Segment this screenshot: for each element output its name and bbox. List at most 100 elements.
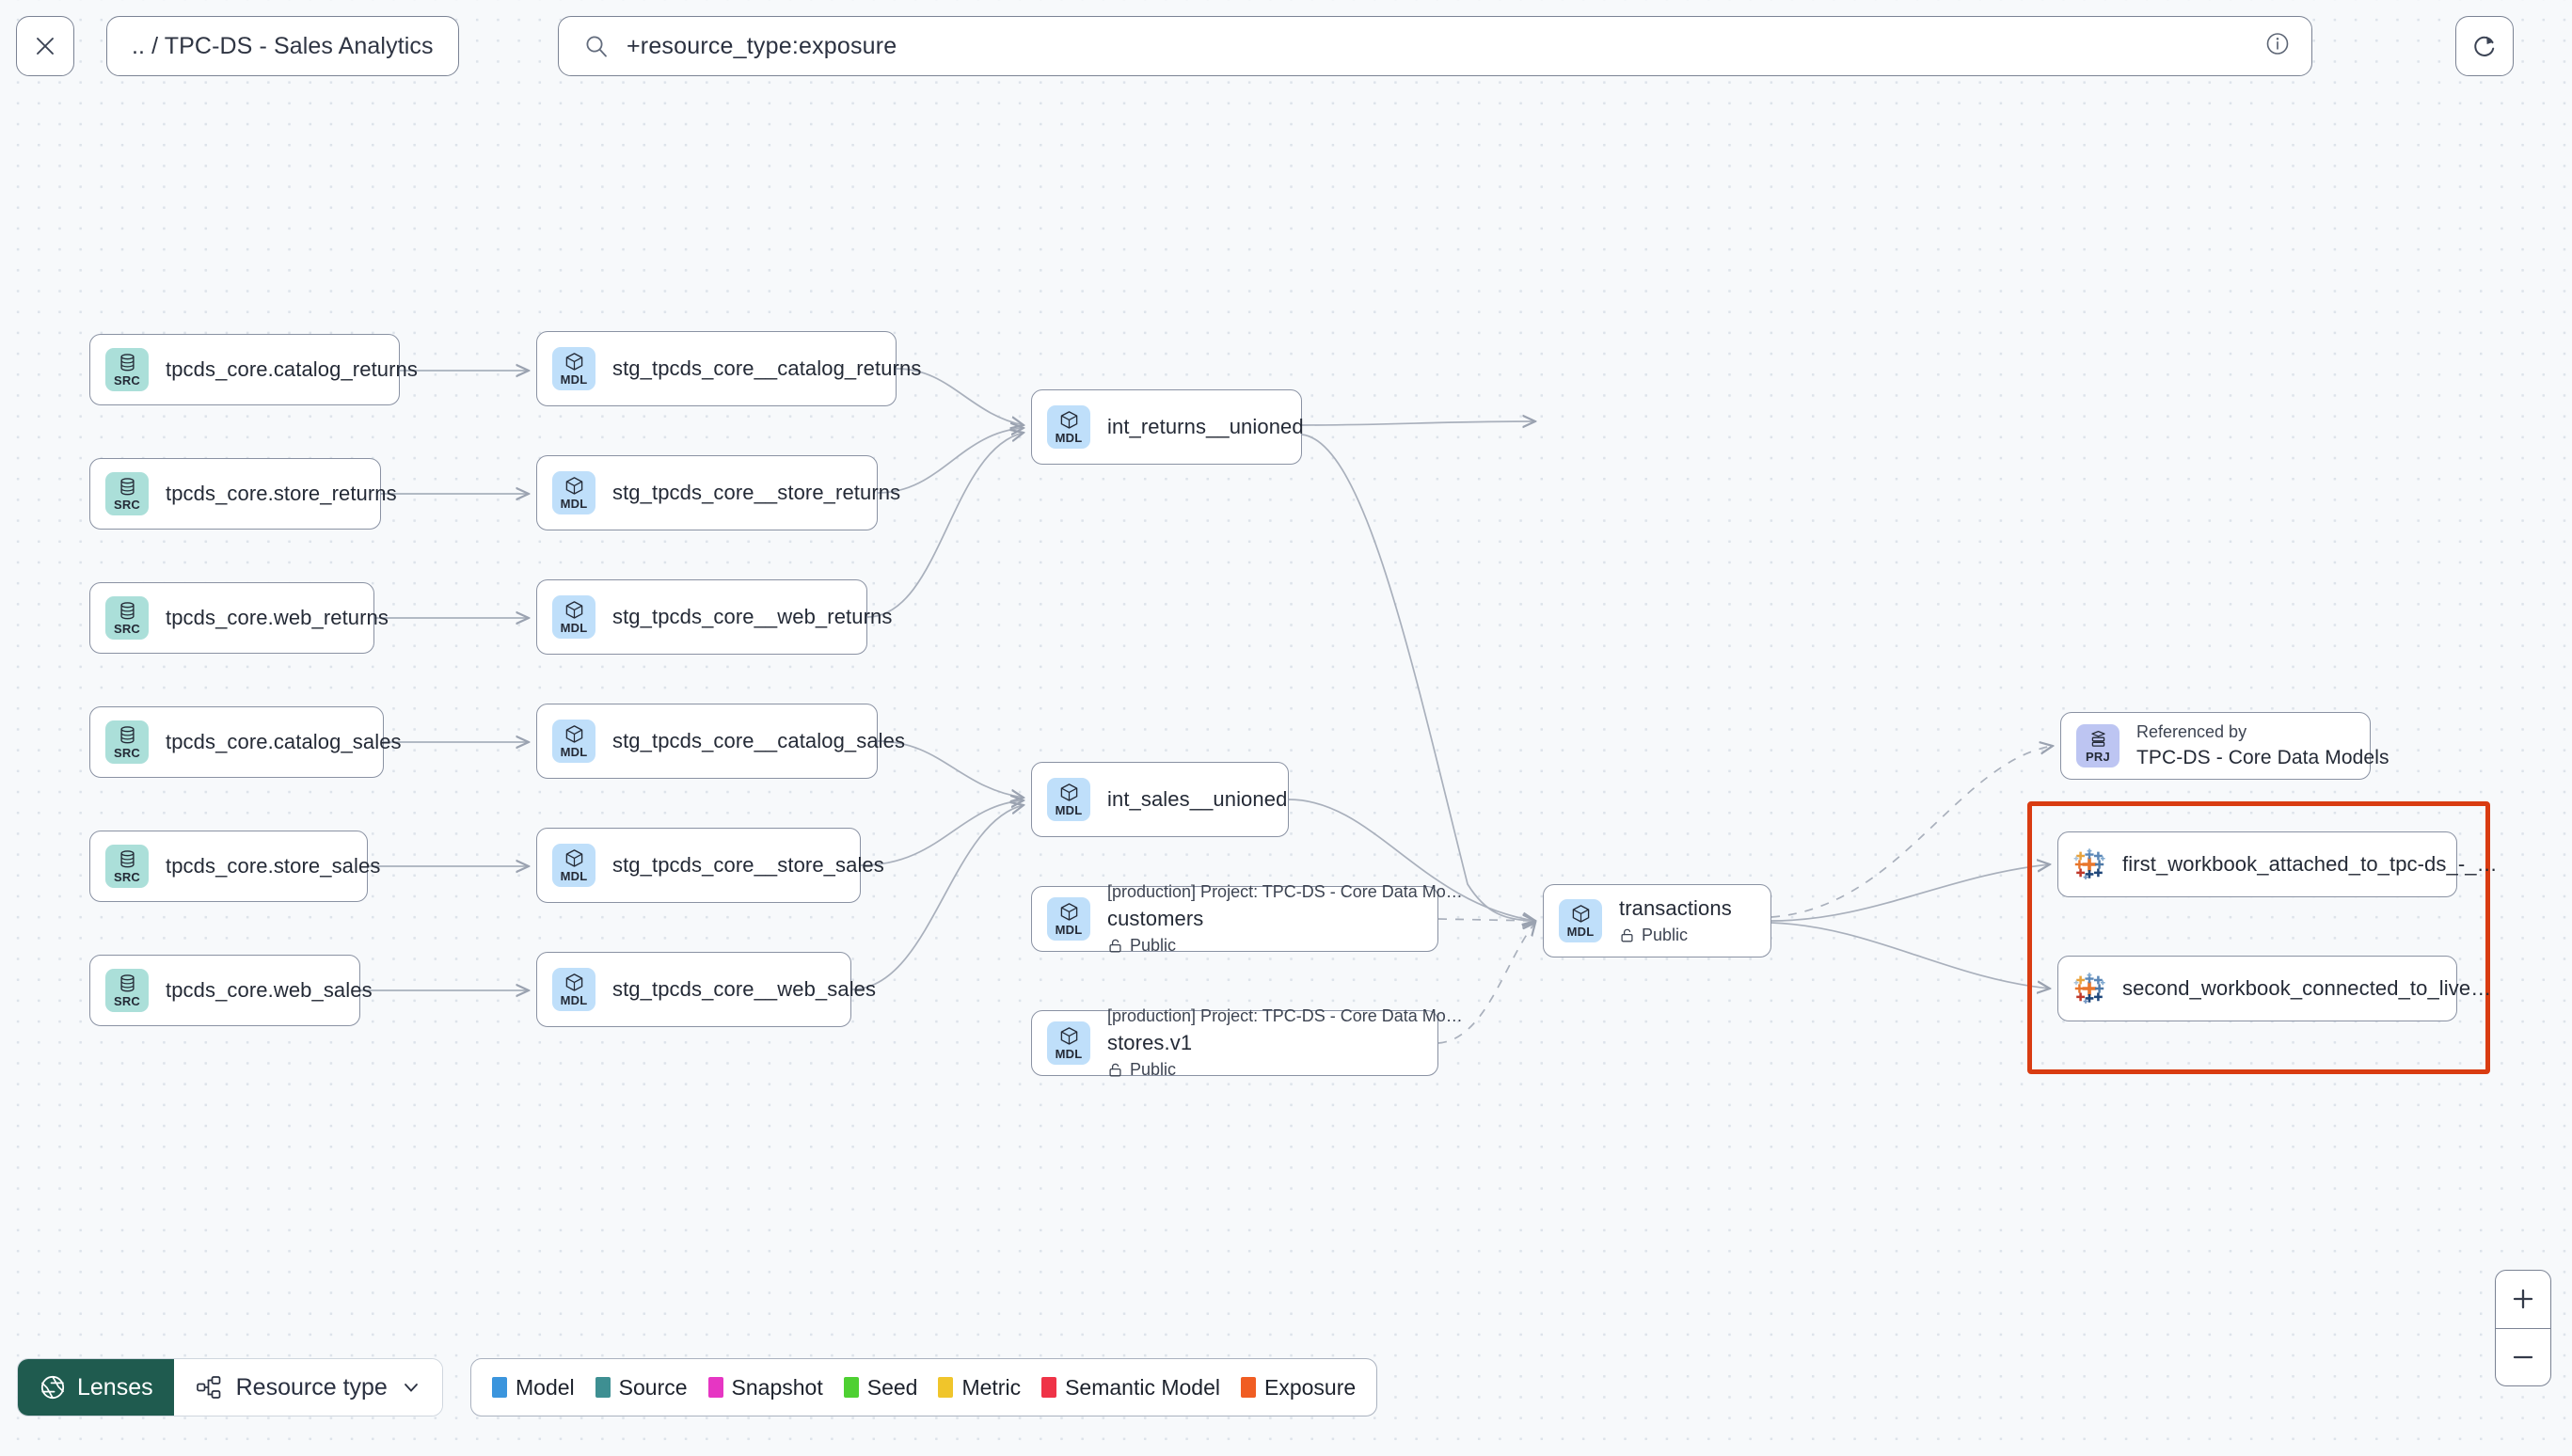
close-button[interactable]	[16, 16, 74, 76]
graph-node[interactable]: MDL transactions Public	[1543, 884, 1771, 957]
cube-icon	[1060, 411, 1077, 429]
node-badge-label: MDL	[560, 372, 588, 387]
graph-node[interactable]: MDL stg_tpcds_core__store_returns	[536, 455, 900, 530]
cube-icon	[1059, 783, 1079, 802]
node-label: stores.v1	[1107, 1031, 1193, 1054]
unlock-icon	[1109, 939, 1121, 953]
database-icon	[118, 850, 137, 869]
graph-node[interactable]: MDL int_returns__unioned	[1031, 389, 1304, 465]
graph-node[interactable]: MDL stg_tpcds_core__catalog_returns	[536, 331, 921, 406]
legend-item[interactable]: Semantic Model	[1041, 1375, 1220, 1401]
legend-label: Snapshot	[731, 1374, 823, 1400]
node-label: stg_tpcds_core__web_returns	[612, 605, 893, 628]
database-icon	[119, 974, 135, 992]
graph-node[interactable]: MDL stg_tpcds_core__web_sales	[536, 952, 876, 1027]
node-body: [production] Project: TPC-DS - Core Data…	[1107, 882, 1463, 956]
node-visibility-label: Public	[1130, 1060, 1177, 1079]
node-badge-src: SRC	[105, 969, 149, 1012]
chevron-down-icon	[404, 1384, 418, 1392]
graph-node-project-model[interactable]: MDL [production] Project: TPC-DS - Core …	[1031, 882, 1463, 955]
graph-node[interactable]: MDL int_sales__unioned	[1031, 762, 1289, 837]
node-badge-label: MDL	[1055, 430, 1083, 445]
legend-item[interactable]: Source	[595, 1375, 688, 1401]
legend-label: Source	[618, 1374, 688, 1400]
lenses-button[interactable]: Lenses	[18, 1359, 174, 1416]
graph-node[interactable]: MDL stg_tpcds_core__web_returns	[536, 579, 892, 655]
graph-node-exposure[interactable]: second_workbook_connected_to_live…	[2057, 956, 2491, 1021]
graph-node[interactable]: SRC tpcds_core.catalog_returns	[89, 334, 418, 405]
node-label: customers	[1107, 907, 1204, 930]
refresh-button[interactable]	[2455, 16, 2514, 76]
node-body: [production] Project: TPC-DS - Core Data…	[1107, 1006, 1463, 1080]
cube-icon	[1060, 903, 1077, 921]
tableau-icon	[2073, 973, 2105, 1004]
cube-icon	[564, 353, 584, 372]
node-body: transactions Public	[1619, 896, 1732, 945]
legend-item[interactable]: Model	[492, 1375, 575, 1401]
graph-node-project-model[interactable]: MDL [production] Project: TPC-DS - Core …	[1031, 1006, 1463, 1079]
database-icon	[119, 354, 135, 372]
graph-node[interactable]: MDL stg_tpcds_core__catalog_sales	[536, 704, 905, 779]
lenses-label: Lenses	[77, 1373, 153, 1401]
database-icon	[119, 850, 135, 868]
node-label: int_returns__unioned	[1107, 415, 1304, 438]
breadcrumb[interactable]: .. / TPC-DS - Sales Analytics	[106, 16, 459, 76]
node-body: Referenced by TPC-DS - Core Data Models	[2136, 722, 2389, 769]
node-badge-mdl: MDL	[552, 471, 595, 514]
node-label: tpcds_core.catalog_sales	[166, 730, 402, 753]
legend-item[interactable]: Snapshot	[707, 1374, 823, 1401]
graph-node[interactable]: SRC tpcds_core.store_returns	[89, 458, 397, 530]
graph-node[interactable]: SRC tpcds_core.store_sales	[89, 831, 380, 902]
tableau-icon	[2073, 848, 2105, 879]
graph-node[interactable]: MDL stg_tpcds_core__store_sales	[536, 828, 884, 903]
node-label: TPC-DS - Core Data Models	[2136, 747, 2389, 768]
exposure-highlight-box	[2027, 801, 2490, 1074]
graph-node-exposure[interactable]: first_workbook_attached_to_tpc-ds_-_…	[2057, 831, 2498, 897]
search-icon	[586, 36, 607, 57]
database-icon	[118, 478, 137, 497]
cube-icon	[565, 477, 582, 495]
node-badge-label: SRC	[113, 993, 141, 1008]
legend-item[interactable]: Metric	[938, 1375, 1021, 1401]
graph-node[interactable]: SRC tpcds_core.web_sales	[89, 955, 373, 1026]
node-badge-label: SRC	[113, 372, 141, 388]
node-badge-label: PRJ	[2086, 749, 2110, 764]
node-badge-src: SRC	[105, 348, 149, 391]
zoom-out-button[interactable]	[2496, 1329, 2550, 1386]
graph-node-referenced-by[interactable]: PRJ Referenced by TPC-DS - Core Data Mod…	[2060, 712, 2389, 780]
plus-icon	[2513, 1290, 2533, 1309]
legend-item[interactable]: Seed	[843, 1375, 917, 1401]
node-label: tpcds_core.store_returns	[166, 482, 397, 505]
resource-type-label: Resource type	[235, 1373, 388, 1401]
database-icon	[118, 602, 137, 621]
cube-icon	[564, 725, 584, 744]
node-badge-mdl: MDL	[552, 968, 595, 1011]
cube-icon	[565, 725, 582, 743]
node-badge-label: MDL	[560, 992, 588, 1007]
graph-node[interactable]: SRC tpcds_core.web_returns	[89, 582, 389, 654]
refresh-icon	[2474, 36, 2495, 56]
node-badge-label: MDL	[1055, 1046, 1083, 1061]
node-badge-label: SRC	[113, 745, 141, 760]
info-icon[interactable]	[2264, 31, 2291, 62]
node-badge-src: SRC	[105, 596, 149, 640]
aperture-icon	[40, 1375, 65, 1400]
cube-icon	[565, 973, 582, 991]
legend-swatch	[938, 1377, 954, 1398]
search-input[interactable]: +resource_type:exposure	[558, 16, 2312, 76]
database-icon	[118, 726, 137, 745]
node-label: stg_tpcds_core__catalog_sales	[612, 729, 906, 752]
database-icon	[118, 974, 137, 993]
legend-item[interactable]: Exposure	[1241, 1375, 1356, 1401]
node-label: second_workbook_connected_to_live…	[2122, 976, 2492, 1000]
node-badge-mdl: MDL	[552, 720, 595, 763]
node-label: first_workbook_attached_to_tpc-ds_-_…	[2122, 852, 2498, 876]
resource-type-dropdown[interactable]: Resource type	[173, 1359, 442, 1416]
zoom-in-button[interactable]	[2496, 1271, 2550, 1329]
graph-node[interactable]: SRC tpcds_core.catalog_sales	[89, 706, 402, 778]
node-visibility-label: Public	[1642, 926, 1689, 944]
layers-icon	[2088, 730, 2108, 749]
node-project-subtitle: [production] Project: TPC-DS - Core Data…	[1107, 882, 1463, 901]
